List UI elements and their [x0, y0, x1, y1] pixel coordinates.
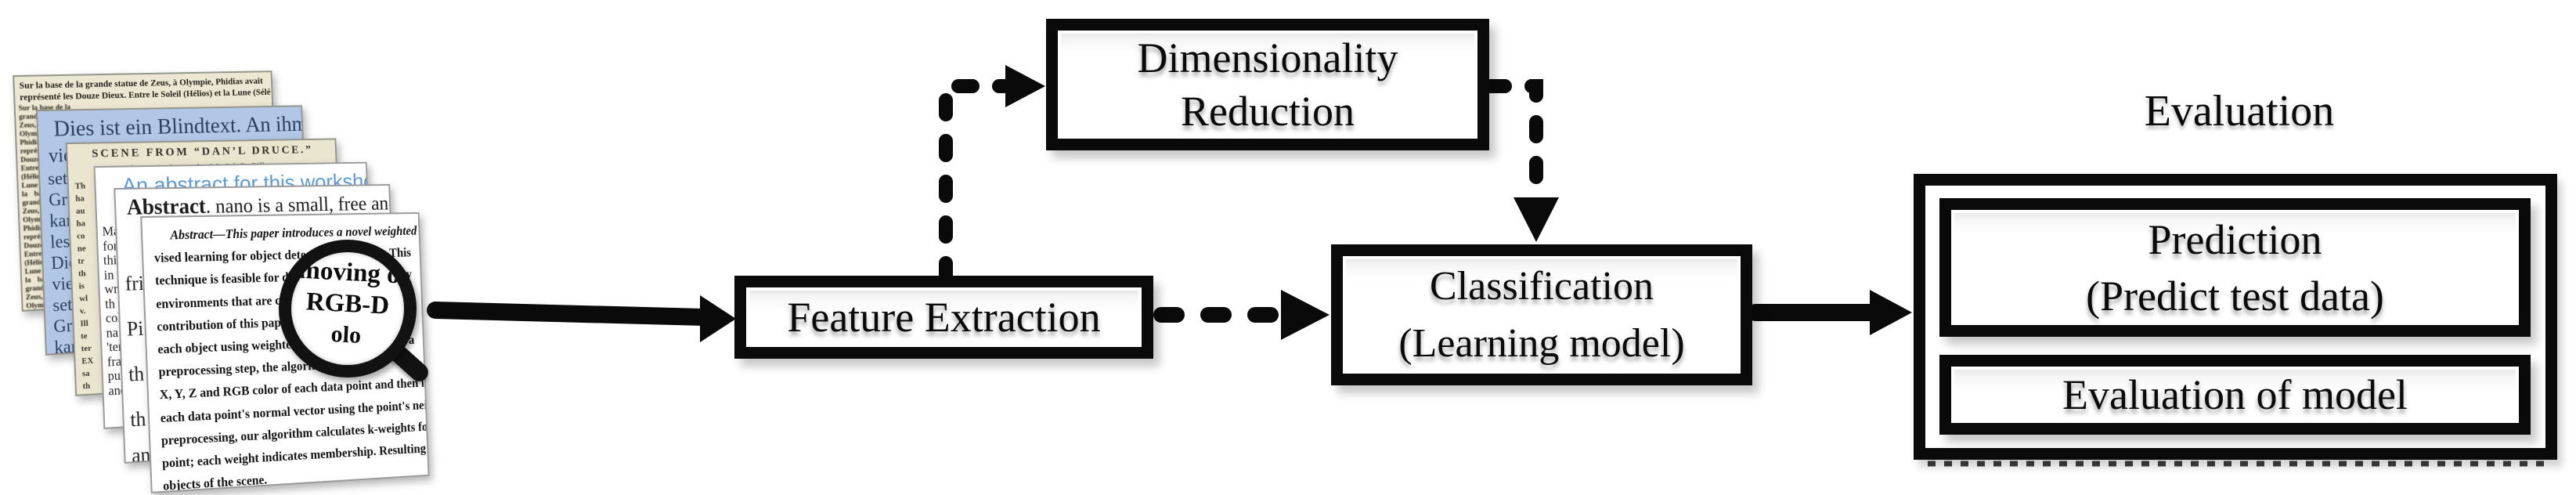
node-evaluation-of-model: Evaluation of model [1939, 355, 2531, 435]
magnifier-lens-icon: moving o RGB-D olo [279, 240, 417, 378]
dashed-arrow-fe-to-dr [939, 65, 1045, 284]
evaluation-group-title: Evaluation [2144, 87, 2335, 135]
node-classification: Classification (Learning model) [1331, 244, 1752, 385]
arrow-classification-to-evaluation [1747, 290, 1912, 335]
arrow-docs-to-feature-extraction [427, 295, 736, 342]
magnified-text: moving o RGB-D olo [298, 255, 401, 349]
node-prediction: Prediction (Predict test data) [1939, 198, 2531, 337]
node-dimensionality-reduction: Dimensionality Reduction [1046, 19, 1489, 150]
node-feature-extraction: Feature Extraction [734, 276, 1153, 359]
dashed-arrow-fe-to-classification [1153, 290, 1329, 340]
blindtext-heading: Dies ist ein Blindtext. An ihm lässt sic… [52, 110, 312, 142]
dashed-arrow-dr-to-classification [1484, 79, 1559, 242]
